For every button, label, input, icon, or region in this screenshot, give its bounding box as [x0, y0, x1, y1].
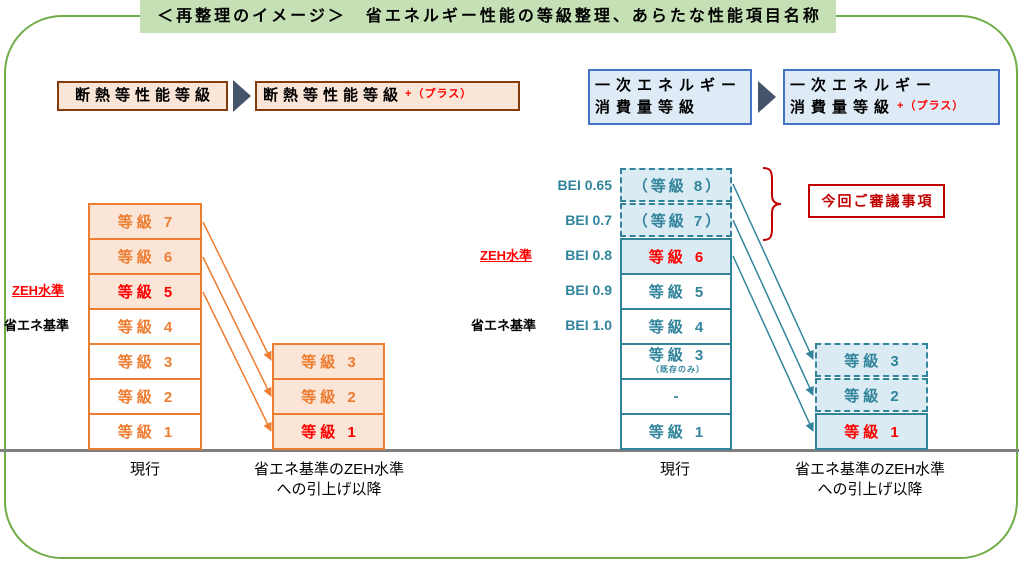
primary-energy-header-new: 一次エネルギー 消費量等級+（プラス）	[783, 69, 1000, 125]
insulation-current-grade-5: 等級 5	[88, 273, 202, 310]
primary-energy-current-grade-1: 等級 1	[620, 413, 732, 450]
primary-energy-caption-new: 省エネ基準のZEH水準 への引上げ以降	[790, 460, 950, 500]
grade-label: 等級 2	[117, 389, 177, 406]
insulation-zeh-label: ZEH水準	[12, 283, 65, 298]
insulation-caption-current: 現行	[129, 461, 160, 478]
insulation-new-grade-3: 等級 3	[272, 343, 385, 380]
primary-energy-header-current-line2: 消費量等級	[595, 99, 701, 116]
primary-energy-header-plus: +（プラス）	[897, 100, 965, 112]
primary-energy-caption-new-line2: への引上げ以降	[817, 481, 923, 498]
grade-3-note: （既存のみ）	[650, 365, 705, 374]
grade-label: 等級 1	[117, 424, 177, 441]
insulation-current-grade-3: 等級 3	[88, 343, 202, 380]
insulation-current-grade-1: 等級 1	[88, 413, 202, 450]
bei-label-0-8: BEI 0.8	[565, 247, 612, 263]
insulation-current-grade-2: 等級 2	[88, 378, 202, 415]
bei-labels: BEI 0.65 BEI 0.7 BEI 0.8 BEI 0.9 BEI 1.0	[538, 168, 612, 343]
page-title: ＜再整理のイメージ＞ 省エネルギー性能の等級整理、あらたな性能項目名称	[140, 0, 836, 33]
primary-energy-current-grade-5: 等級 5	[620, 273, 732, 310]
primary-energy-current-grade-8: （等級 8）	[620, 168, 732, 202]
primary-energy-standard-label: 省エネ基準	[471, 318, 537, 333]
primary-energy-new-grade-1: 等級 1	[815, 413, 928, 450]
grade-label: 等級 7	[117, 214, 177, 231]
grade-label: 等級 2	[301, 389, 360, 406]
grade-label: 等級 5	[648, 284, 708, 301]
grade-label: （等級 7）	[632, 212, 724, 230]
primary-energy-header-new-line2: 消費量等級+（プラス）	[790, 97, 998, 120]
primary-energy-zeh-label: ZEH水準	[480, 248, 533, 263]
primary-energy-caption-new-line1: 省エネ基準のZEH水準	[794, 461, 945, 478]
primary-energy-current-stack: （等級 8） （等級 7） 等級 6 等級 5 等級 4 等級 3 （既存のみ）…	[620, 168, 732, 450]
grade-label: 等級 3	[648, 347, 708, 364]
grade-label: 等級 1	[301, 424, 360, 441]
primary-energy-current-grade-4: 等級 4	[620, 308, 732, 345]
grade-label: 等級 1	[844, 424, 903, 441]
grade-label: -	[673, 388, 683, 405]
primary-energy-header-current-line1: 一次エネルギー	[595, 77, 743, 94]
primary-energy-current-grade-6: 等級 6	[620, 238, 732, 275]
insulation-header-current: 断熱等性能等級	[57, 81, 228, 111]
grade-label: 等級 4	[648, 319, 708, 336]
insulation-caption-new: 省エネ基準のZEH水準 への引上げ以降	[249, 460, 409, 500]
bei-label-0-7: BEI 0.7	[565, 212, 612, 228]
bei-label-0-9: BEI 0.9	[565, 282, 612, 298]
grade-label: 等級 6	[117, 249, 177, 266]
insulation-caption-new-line1: 省エネ基準のZEH水準	[253, 461, 404, 478]
insulation-header-current-label: 断熱等性能等級	[74, 87, 215, 104]
primary-energy-current-grade-7: （等級 7）	[620, 203, 732, 237]
primary-energy-header-new-line2-label: 消費量等級	[790, 99, 896, 116]
insulation-new-stack: 等級 3 等級 2 等級 1	[272, 343, 385, 450]
insulation-header-new-label: 断熱等性能等級	[263, 87, 404, 104]
grade-3-content: 等級 3 （既存のみ）	[649, 348, 708, 375]
primary-energy-current-grade-3: 等級 3 （既存のみ）	[620, 343, 732, 380]
grade-label: 等級 1	[648, 424, 708, 441]
grade-label: 等級 3	[117, 354, 177, 371]
primary-energy-header-new-line1: 一次エネルギー	[790, 77, 938, 94]
grade-label: 等級 3	[301, 354, 360, 371]
insulation-current-stack: 等級 7 等級 6 等級 5 等級 4 等級 3 等級 2 等級 1	[88, 203, 202, 450]
insulation-standard-label: 省エネ基準	[4, 318, 70, 333]
insulation-current-grade-7: 等級 7	[88, 203, 202, 240]
primary-energy-new-grade-2: 等級 2	[815, 378, 928, 412]
insulation-caption-new-line2: への引上げ以降	[276, 481, 382, 498]
primary-energy-new-stack: 等級 3 等級 2 等級 1	[815, 343, 928, 450]
baseline	[0, 449, 1019, 452]
grade-label: 等級 2	[844, 387, 903, 405]
grade-label: （等級 8）	[632, 177, 724, 195]
bei-label-0-65: BEI 0.65	[557, 177, 612, 193]
insulation-current-grade-4: 等級 4	[88, 308, 202, 345]
primary-energy-new-grade-3: 等級 3	[815, 343, 928, 377]
grade-label: 等級 6	[648, 249, 708, 266]
bei-label-1-0: BEI 1.0	[565, 317, 612, 333]
grade-label: 等級 3	[844, 352, 903, 370]
insulation-new-grade-2: 等級 2	[272, 378, 385, 415]
review-note-box: 今回ご審議事項	[808, 184, 945, 218]
primary-energy-current-grade-2-empty: -	[620, 378, 732, 415]
primary-energy-caption-current: 現行	[659, 461, 690, 478]
insulation-current-grade-6: 等級 6	[88, 238, 202, 275]
grade-label: 等級 5	[117, 284, 177, 301]
primary-energy-header-current: 一次エネルギー 消費量等級	[588, 69, 752, 125]
insulation-header-plus: +（プラス）	[405, 88, 473, 100]
insulation-header-new: 断熱等性能等級+（プラス）	[255, 81, 520, 111]
insulation-new-grade-1: 等級 1	[272, 413, 385, 450]
grade-label: 等級 4	[117, 319, 177, 336]
